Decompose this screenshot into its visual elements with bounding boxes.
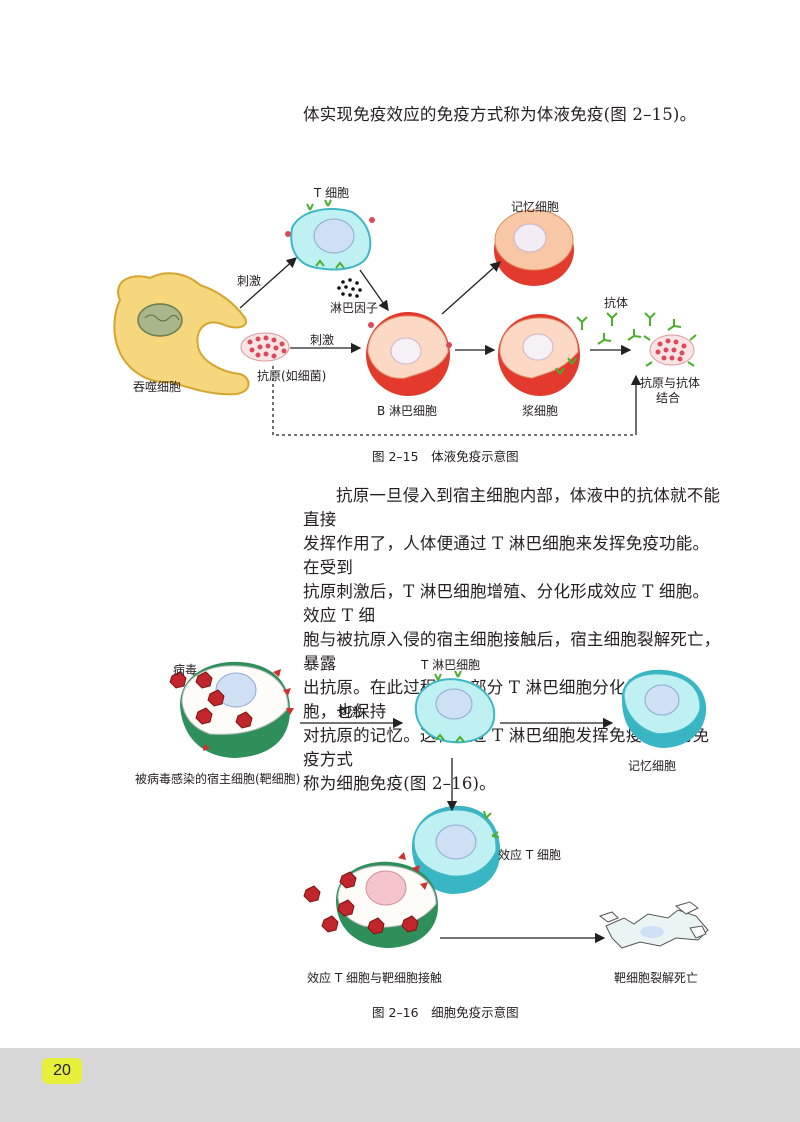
label-binding-2: 结合 [656, 391, 681, 405]
target-cell-contact [303, 852, 438, 948]
label-stimulus-top: 刺激 [237, 274, 262, 288]
infected-host-cell [169, 661, 294, 758]
caption-figure-2-15: 图 2–15 体液免疫示意图 [372, 449, 519, 464]
lymphokine-dots [337, 278, 362, 298]
label-stimulus-mid: 刺激 [310, 333, 335, 347]
figure-2-16-cellular-immunity [169, 661, 709, 949]
memory-cell-teal [621, 669, 707, 748]
antigen-cluster [240, 332, 290, 362]
lysed-target-cell [598, 901, 709, 949]
b-lymphocyte [366, 312, 452, 396]
figure-2-15-humoral-immunity [113, 199, 697, 436]
label-antibody: 抗体 [604, 296, 629, 310]
antibodies [576, 312, 682, 345]
body-paragraph: 抗原一旦侵入到宿主细胞内部，体液中的抗体就不能直接 发挥作用了，人体便通过 T … [303, 484, 723, 796]
label-stimulus: 刺激 [338, 705, 363, 719]
paragraph-line: 发挥作用了，人体便通过 T 淋巴细胞来发挥免疫功能。在受到 [303, 534, 710, 577]
label-effector-t: 效应 T 细胞 [498, 848, 561, 862]
intro-line: 体实现免疫效应的免疫方式称为体液免疫(图 2–15)。 [303, 103, 696, 127]
label-binding-1: 抗原与抗体 [640, 376, 701, 390]
fig16-arrows [300, 717, 614, 944]
label-lymphokine: 淋巴因子 [330, 301, 379, 315]
label-virus: 病毒 [173, 663, 198, 677]
label-t-cell: T 细胞 [314, 186, 350, 200]
page-number: 20 [42, 1058, 82, 1084]
label-contact: 效应 T 细胞与靶细胞接触 [307, 971, 442, 985]
memory-cell [494, 209, 574, 286]
paragraph-line: 胞与被抗原入侵的宿主细胞接触后，宿主细胞裂解死亡，暴露 [303, 630, 721, 673]
paragraph-line: 抗原一旦侵入到宿主细胞内部，体液中的抗体就不能直接 [303, 486, 721, 529]
effector-t-cell [411, 805, 501, 894]
paragraph-line: 出抗原。在此过程中，部分 T 淋巴细胞分化为记忆细胞，也保持 [303, 678, 693, 721]
caption-figure-2-16: 图 2–16 细胞免疫示意图 [372, 1005, 519, 1020]
plasma-cell [498, 314, 580, 396]
paragraph-line: 抗原刺激后，T 淋巴细胞增殖、分化形成效应 T 细胞。效应 T 细 [303, 582, 710, 625]
paragraph-line: 称为细胞免疫(图 2–16)。 [303, 774, 496, 793]
phagocyte-cell [113, 272, 250, 396]
label-infected-host: 被病毒感染的宿主细胞(靶细胞) [135, 772, 301, 786]
paragraph-line: 对抗原的记忆。这种通过 T 淋巴细胞发挥免疫效应的免疫方式 [303, 726, 710, 769]
page-footer-band [0, 1048, 800, 1122]
label-b-cell: B 淋巴细胞 [377, 404, 438, 418]
label-lysis: 靶细胞裂解死亡 [614, 971, 699, 985]
label-plasma-cell: 浆细胞 [522, 404, 559, 418]
intro-text: 体实现免疫效应的免疫方式称为体液免疫(图 2–15)。 [303, 105, 697, 124]
label-memory-cell: 记忆细胞 [511, 200, 560, 214]
t-lymphocyte [414, 670, 496, 744]
label-memory-cell-2: 记忆细胞 [628, 759, 677, 773]
label-antigen: 抗原(如细菌) [257, 369, 327, 383]
antigen-antibody-complex [643, 334, 697, 367]
label-t-lymphocyte: T 淋巴细胞 [421, 658, 481, 672]
t-cell [285, 199, 375, 271]
fig15-arrows [239, 257, 642, 436]
label-phagocyte: 吞噬细胞 [133, 380, 182, 394]
